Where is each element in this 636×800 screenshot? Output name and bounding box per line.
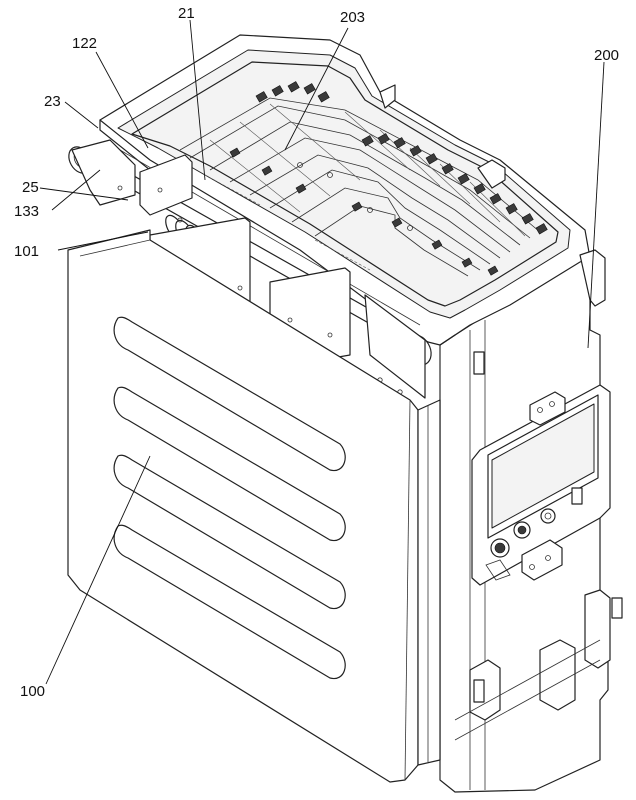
reference-labels: 21 203 122 23 25 133 101 200 100 bbox=[14, 5, 619, 700]
label-203: 203 bbox=[340, 9, 365, 26]
label-25: 25 bbox=[22, 179, 39, 196]
label-101: 101 bbox=[14, 243, 39, 260]
label-100: 100 bbox=[20, 683, 45, 700]
control-panel bbox=[471, 384, 611, 586]
label-133: 133 bbox=[14, 203, 39, 220]
vent-slots bbox=[113, 316, 346, 680]
label-122: 122 bbox=[72, 35, 97, 52]
label-23: 23 bbox=[44, 93, 61, 110]
label-200: 200 bbox=[594, 47, 619, 64]
battery-modules-203 bbox=[179, 81, 548, 277]
leader-lines bbox=[39, 19, 605, 685]
label-21: 21 bbox=[178, 5, 195, 22]
lid-panel-100 bbox=[67, 229, 441, 783]
